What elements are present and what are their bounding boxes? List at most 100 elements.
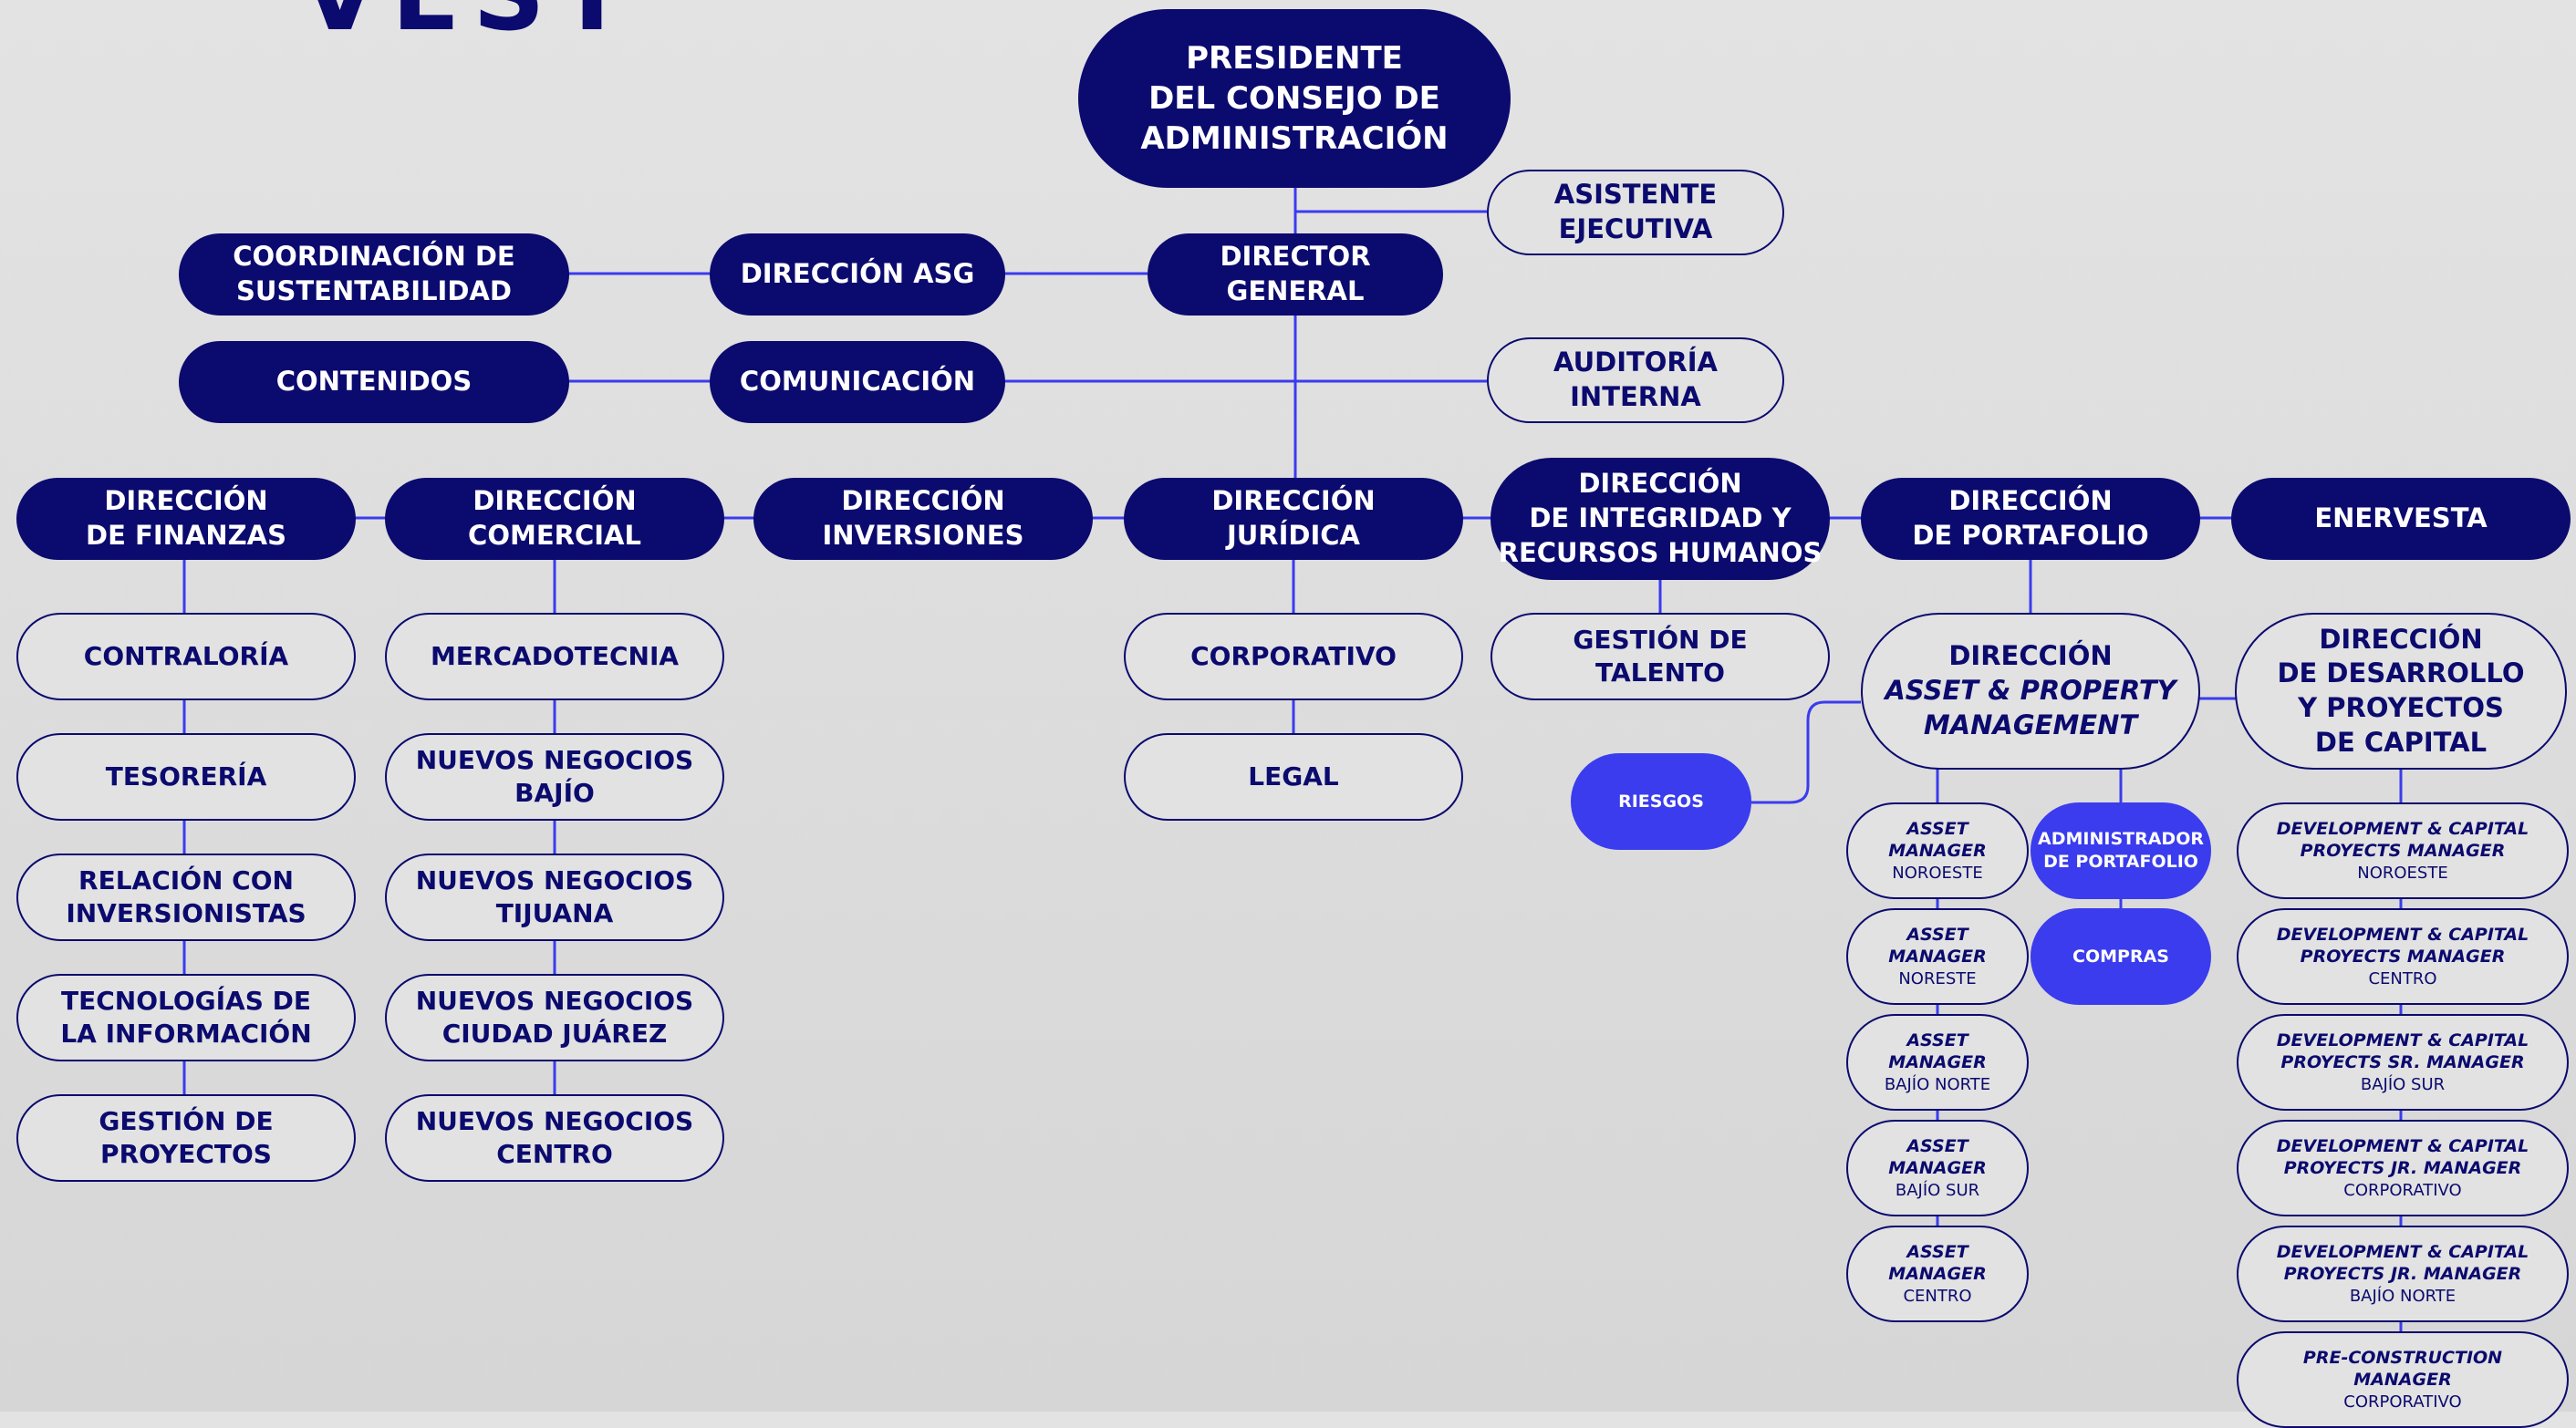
direccion-portafolio-box: DIRECCIÓN DE PORTAFOLIO [1861,478,2200,560]
gestion-proyectos-label: GESTIÓN DE PROYECTOS [99,1105,274,1169]
company-logo: VEST [301,0,639,53]
nuevos-negocios-ciudad-juarez-label: NUEVOS NEGOCIOS CIUDAD JUÁREZ [415,985,694,1049]
relacion-inversionistas-box: RELACIÓN CON INVERSIONISTAS [16,854,356,941]
development-manager-region: CORPORATIVO [2343,1180,2462,1200]
direccion-inversiones-box: DIRECCIÓN INVERSIONES [753,478,1093,560]
coordinacion-sustentabilidad-box: COORDINACIÓN DE SUSTENTABILIDAD [179,233,569,316]
relacion-inversionistas-label: RELACIÓN CON INVERSIONISTAS [66,864,306,928]
administrador-portafolio-box: ADMINISTRADOR DE PORTAFOLIO [2031,802,2211,899]
tesoreria-label: TESORERÍA [105,761,267,792]
direccion-asg-label: DIRECCIÓN ASG [740,258,975,290]
asset-manager-role: ASSET MANAGER [1888,1135,1987,1179]
development-manager-region: BAJÍO NORTE [2349,1286,2457,1306]
coordinacion-sustentabilidad-label: COORDINACIÓN DE SUSTENTABILIDAD [233,241,515,306]
contraloria-box: CONTRALORÍA [16,613,356,700]
compras-label: COMPRAS [2072,946,2169,967]
nuevos-negocios-bajio-box: NUEVOS NEGOCIOS BAJÍO [385,733,724,821]
asset-management-line1: DIRECCIÓN [1948,640,2113,672]
nuevos-negocios-centro-label: NUEVOS NEGOCIOS CENTRO [415,1105,694,1169]
direccion-desarrollo-box: DIRECCIÓN DE DESARROLLO Y PROYECTOS DE C… [2235,613,2567,770]
development-manager-region: CENTRO [2368,968,2437,988]
nuevos-negocios-tijuana-label: NUEVOS NEGOCIOS TIJUANA [415,864,694,928]
riesgos-label: RIESGOS [1618,791,1704,812]
tecnologias-informacion-box: TECNOLOGÍAS DE LA INFORMACIÓN [16,974,356,1061]
direccion-juridica-box: DIRECCIÓN JURÍDICA [1124,478,1463,560]
development-manager-box: DEVELOPMENT & CAPITAL PROYECTS SR. MANAG… [2237,1014,2569,1111]
asset-management-line2: ASSET & PROPERTY MANAGEMENT [1885,675,2176,740]
corporativo-label: CORPORATIVO [1190,640,1397,671]
tesoreria-box: TESORERÍA [16,733,356,821]
gestion-talento-label: GESTIÓN DE TALENTO [1573,624,1748,688]
gestion-talento-box: GESTIÓN DE TALENTO [1491,613,1830,700]
direccion-integridad-label: DIRECCIÓN DE INTEGRIDAD Y RECURSOS HUMAN… [1498,468,1823,568]
comunicacion-box: COMUNICACIÓN [710,341,1005,423]
nuevos-negocios-centro-box: NUEVOS NEGOCIOS CENTRO [385,1094,724,1182]
contenidos-label: CONTENIDOS [275,366,473,398]
auditoria-label: AUDITORÍA INTERNA [1553,347,1718,412]
direccion-asset-management-box: DIRECCIÓN ASSET & PROPERTY MANAGEMENT [1861,613,2200,770]
direccion-integridad-box: DIRECCIÓN DE INTEGRIDAD Y RECURSOS HUMAN… [1491,458,1830,580]
presidente-box: PRESIDENTE DEL CONSEJO DE ADMINISTRACIÓN [1078,9,1511,188]
riesgos-line [1751,700,1861,804]
asset-manager-region: NORESTE [1898,968,1977,988]
corporativo-box: CORPORATIVO [1124,613,1463,700]
development-manager-region: NOROESTE [2357,863,2448,883]
mercadotecnia-label: MERCADOTECNIA [430,640,680,671]
nuevos-negocios-bajio-label: NUEVOS NEGOCIOS BAJÍO [415,744,694,808]
development-manager-box: DEVELOPMENT & CAPITAL PROYECTS JR. MANAG… [2237,1120,2569,1216]
nuevos-negocios-ciudad-juarez-box: NUEVOS NEGOCIOS CIUDAD JUÁREZ [385,974,724,1061]
legal-label: LEGAL [1248,761,1339,792]
director-general-box: DIRECTOR GENERAL [1148,233,1443,316]
presidente-label: PRESIDENTE DEL CONSEJO DE ADMINISTRACIÓN [1140,39,1449,158]
compras-box: COMPRAS [2031,908,2211,1005]
contenidos-box: CONTENIDOS [179,341,569,423]
asistente-label: ASISTENTE EJECUTIVA [1553,179,1718,244]
asset-manager-region: BAJÍO SUR [1895,1180,1980,1200]
asset-manager-region: CENTRO [1903,1286,1972,1306]
director-general-label: DIRECTOR GENERAL [1220,241,1371,306]
legal-box: LEGAL [1124,733,1463,821]
administrador-portafolio-label: ADMINISTRADOR DE PORTAFOLIO [2038,829,2204,872]
enervesta-box: ENERVESTA [2231,478,2571,560]
riesgos-box: RIESGOS [1571,753,1751,850]
contraloria-label: CONTRALORÍA [83,640,289,671]
direccion-comercial-box: DIRECCIÓN COMERCIAL [385,478,724,560]
asistente-box: ASISTENTE EJECUTIVA [1487,170,1784,255]
development-manager-role: DEVELOPMENT & CAPITAL PROYECTS MANAGER [2276,818,2529,862]
tecnologias-informacion-label: TECNOLOGÍAS DE LA INFORMACIÓN [60,985,312,1049]
nuevos-negocios-tijuana-box: NUEVOS NEGOCIOS TIJUANA [385,854,724,941]
auditoria-box: AUDITORÍA INTERNA [1487,337,1784,423]
asset-manager-region: BAJÍO NORTE [1884,1074,1991,1094]
development-manager-box: DEVELOPMENT & CAPITAL PROYECTS JR. MANAG… [2237,1226,2569,1322]
pre-construction-manager-region: CORPORATIVO [2343,1392,2462,1412]
development-manager-role: DEVELOPMENT & CAPITAL PROYECTS SR. MANAG… [2276,1030,2529,1073]
asset-manager-role: ASSET MANAGER [1888,818,1987,862]
direccion-comercial-label: DIRECCIÓN COMERCIAL [468,485,641,551]
asset-manager-role: ASSET MANAGER [1888,924,1987,968]
asset-manager-role: ASSET MANAGER [1888,1030,1987,1073]
direccion-desarrollo-label: DIRECCIÓN DE DESARROLLO Y PROYECTOS DE C… [2277,623,2525,758]
enervesta-label: ENERVESTA [2314,502,2488,534]
mercadotecnia-box: MERCADOTECNIA [385,613,724,700]
asset-manager-region: NOROESTE [1892,863,1983,883]
direccion-inversiones-label: DIRECCIÓN INVERSIONES [822,485,1024,551]
development-manager-region: BAJÍO SUR [2360,1074,2446,1094]
direccion-asg-box: DIRECCIÓN ASG [710,233,1005,316]
development-manager-role: DEVELOPMENT & CAPITAL PROYECTS MANAGER [2276,924,2529,968]
direccion-juridica-label: DIRECCIÓN JURÍDICA [1211,485,1376,551]
gestion-proyectos-box: GESTIÓN DE PROYECTOS [16,1094,356,1182]
comunicacion-label: COMUNICACIÓN [739,366,976,398]
development-manager-role: DEVELOPMENT & CAPITAL PROYECTS JR. MANAG… [2276,1135,2529,1179]
development-manager-role: DEVELOPMENT & CAPITAL PROYECTS JR. MANAG… [2276,1241,2529,1285]
asset-manager-role: ASSET MANAGER [1888,1241,1987,1285]
direccion-portafolio-label: DIRECCIÓN DE PORTAFOLIO [1912,485,2149,551]
direccion-finanzas-label: DIRECCIÓN DE FINANZAS [86,485,286,551]
pre-construction-manager-role: PRE-CONSTRUCTION MANAGER [2302,1347,2503,1391]
